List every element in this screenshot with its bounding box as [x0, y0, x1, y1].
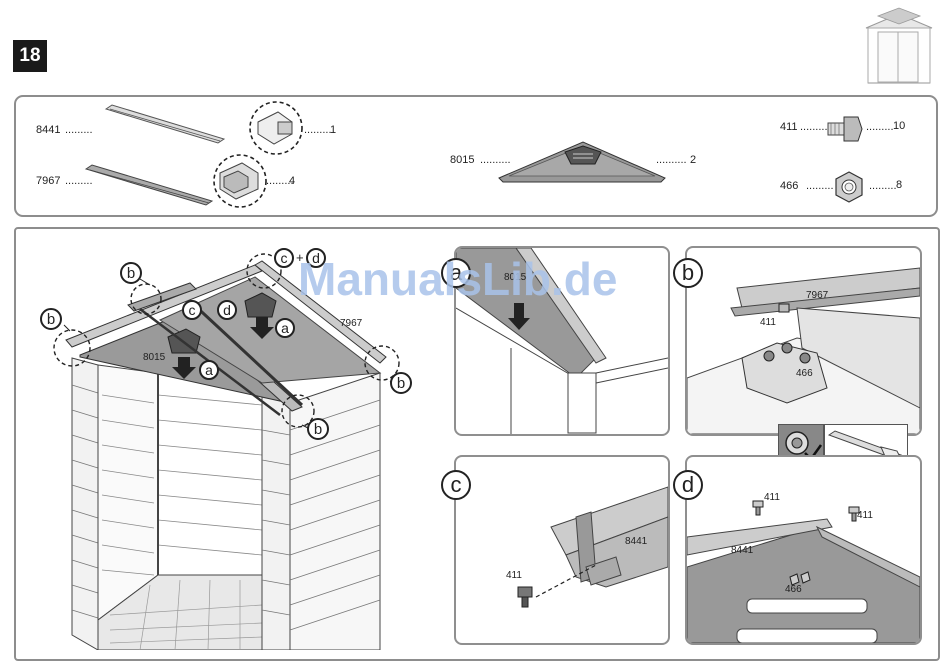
detail-d-letter: d	[673, 470, 703, 500]
detail-d-part-411-right: 411	[857, 510, 873, 521]
callout-a-back: a	[275, 318, 295, 338]
detail-panel-c	[454, 455, 670, 645]
callout-b-bottom: b	[307, 418, 329, 440]
part-qty-7967: 4	[289, 175, 295, 187]
detail-b-part-411: 411	[760, 317, 776, 328]
nut-466-icon	[832, 170, 866, 204]
detail-d-part-8441: 8441	[731, 545, 753, 556]
part-code-8015: 8015	[450, 154, 474, 166]
callout-b-right: b	[390, 372, 412, 394]
part-qty-411: 10	[893, 120, 905, 132]
part-8015-gable-icon	[495, 138, 670, 186]
callout-b-left: b	[40, 308, 62, 330]
part-code-8441: 8441	[36, 124, 60, 136]
detail-panel-d	[685, 455, 922, 645]
part-8441-rail-icon	[100, 103, 230, 147]
detail-b-part-466: 466	[796, 368, 813, 379]
part-qty-8441: 1	[330, 124, 336, 136]
watermark-text: ManualsLib.de	[298, 252, 617, 306]
detail-d-part-466: 466	[785, 584, 802, 595]
detail-c-part-411: 411	[506, 570, 522, 581]
part-code-466: 466	[780, 180, 798, 192]
part-qty-466: 8	[896, 179, 902, 191]
part-8441-detail-circle-icon	[248, 100, 304, 156]
detail-d-drawing	[687, 457, 920, 643]
callout-b-top-left: b	[120, 262, 142, 284]
detail-c-letter: c	[441, 470, 471, 500]
detail-d-part-411-left: 411	[764, 492, 780, 503]
callout-c: c	[182, 300, 202, 320]
detail-panel-b	[685, 246, 922, 436]
part-code-411: 411	[780, 121, 798, 133]
detail-c-part-8441: 8441	[625, 536, 647, 547]
bolt-411-icon	[826, 113, 866, 145]
detail-b-drawing	[687, 248, 920, 434]
callout-cd-c: c	[274, 248, 294, 268]
part-qty-8015: 2	[690, 154, 696, 166]
detail-c-drawing	[456, 457, 668, 643]
part-7967-rail-icon	[82, 163, 217, 209]
callout-d: d	[217, 300, 237, 320]
detail-b-letter: b	[673, 258, 703, 288]
detail-b-part-7967: 7967	[806, 290, 828, 301]
part-7967-detail-circle-icon	[212, 153, 268, 209]
shed-thumbnail-icon	[860, 6, 938, 86]
step-number-badge: 18	[13, 40, 47, 72]
label-8015: 8015	[143, 352, 165, 363]
label-7967: 7967	[340, 318, 362, 329]
part-code-7967: 7967	[36, 175, 60, 187]
callout-a-front: a	[199, 360, 219, 380]
